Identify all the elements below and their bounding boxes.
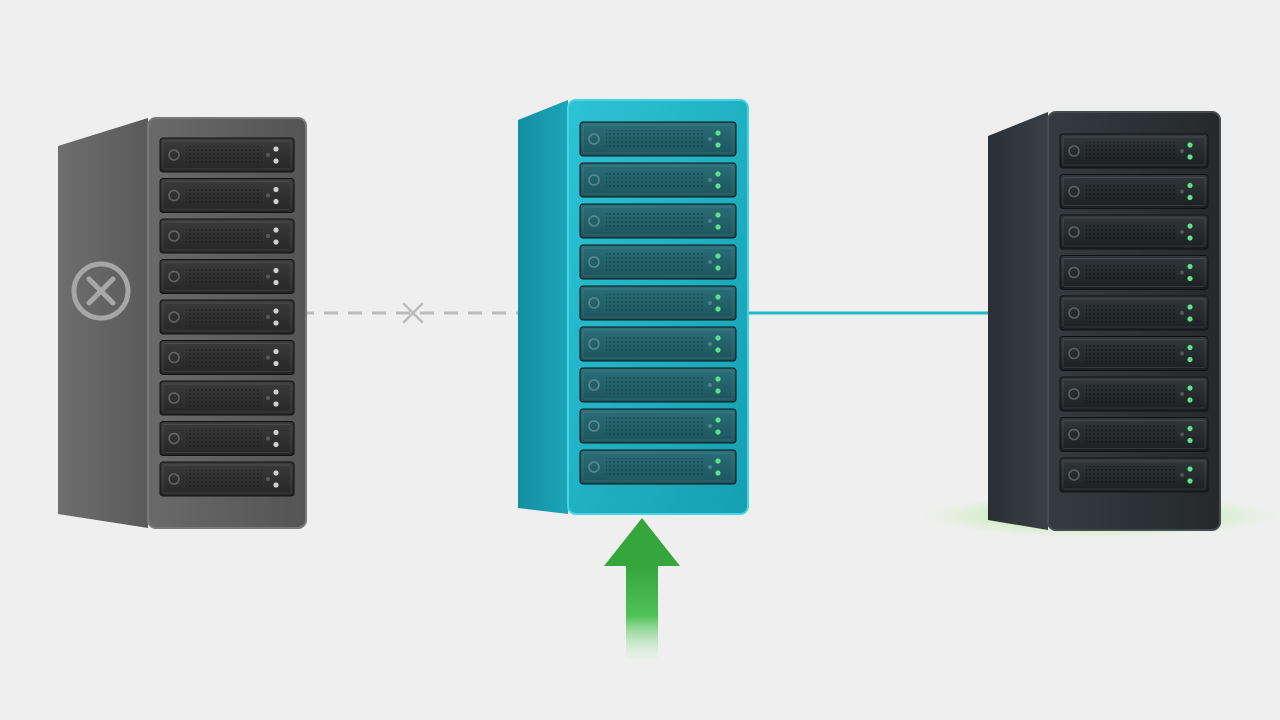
status-led — [273, 401, 279, 407]
status-led — [715, 224, 721, 230]
status-led — [715, 171, 721, 177]
rack-unit — [1059, 255, 1209, 290]
rack-unit — [159, 421, 295, 456]
rack-unit — [579, 162, 737, 198]
rack-unit — [579, 367, 737, 403]
status-led — [1187, 275, 1193, 282]
status-led — [273, 239, 279, 245]
rack-unit — [1059, 336, 1209, 371]
rack-unit — [1059, 376, 1209, 412]
rack-unit — [579, 449, 737, 485]
status-led — [715, 306, 721, 312]
rack-unit — [1059, 295, 1209, 331]
rack-side-panel — [518, 100, 568, 514]
rack-side-panel — [58, 118, 148, 528]
status-led — [1187, 397, 1193, 403]
status-led — [273, 441, 279, 448]
status-led — [1187, 223, 1193, 229]
status-led — [273, 158, 279, 164]
rack-unit — [1059, 174, 1209, 209]
rack-unit — [159, 178, 295, 213]
status-led — [715, 130, 721, 136]
status-led — [273, 320, 279, 326]
status-led — [273, 186, 279, 193]
rack-unit — [579, 285, 737, 321]
rack-unit — [1059, 214, 1209, 250]
status-led — [715, 335, 721, 341]
status-led — [273, 470, 279, 476]
rack-side-panel — [988, 112, 1048, 530]
rack-unit — [579, 244, 737, 280]
status-led — [1187, 466, 1193, 472]
status-led — [715, 253, 721, 259]
status-led — [273, 482, 279, 488]
status-led — [1187, 356, 1193, 363]
rack-unit — [159, 380, 295, 416]
status-led — [1187, 194, 1193, 201]
x-icon — [402, 302, 424, 324]
status-led — [1187, 235, 1193, 241]
status-led — [273, 389, 279, 395]
status-led — [715, 388, 721, 394]
status-led — [715, 212, 721, 218]
server-standby — [988, 111, 1221, 531]
status-led — [273, 267, 279, 274]
link-failed-to-active — [300, 302, 520, 324]
status-led — [715, 183, 721, 189]
status-led — [1187, 182, 1193, 189]
status-led — [1187, 304, 1193, 310]
up-arrow-icon — [604, 518, 680, 660]
rack-unit — [159, 259, 295, 294]
status-led — [1187, 437, 1193, 444]
status-led — [715, 347, 721, 353]
rack-unit — [159, 218, 295, 254]
rack-unit — [1059, 417, 1209, 452]
status-led — [1187, 142, 1193, 148]
status-led — [1187, 385, 1193, 391]
rack-unit — [1059, 133, 1209, 169]
status-led — [273, 279, 279, 286]
status-led — [273, 429, 279, 436]
status-led — [715, 376, 721, 382]
x-circle-icon — [71, 261, 131, 321]
status-led — [715, 265, 721, 271]
rack-unit — [159, 137, 295, 173]
rack-unit — [579, 326, 737, 362]
rack-unit — [159, 340, 295, 375]
status-led — [715, 294, 721, 300]
status-led — [1187, 316, 1193, 322]
rack-unit — [579, 203, 737, 239]
status-led — [273, 227, 279, 233]
status-led — [273, 348, 279, 355]
server-failed — [58, 117, 307, 529]
status-led — [715, 417, 721, 423]
status-led — [1187, 263, 1193, 270]
rack-unit — [579, 121, 737, 157]
rack-unit — [159, 299, 295, 335]
server-active — [518, 99, 749, 515]
status-led — [273, 360, 279, 367]
status-led — [1187, 425, 1193, 432]
status-led — [715, 470, 721, 476]
status-led — [715, 142, 721, 148]
status-led — [1187, 154, 1193, 160]
status-led — [715, 429, 721, 435]
rack-unit — [159, 461, 295, 497]
rack-unit — [579, 408, 737, 444]
status-led — [715, 458, 721, 464]
status-led — [273, 198, 279, 205]
status-led — [273, 308, 279, 314]
status-led — [1187, 344, 1193, 351]
rack-unit — [1059, 457, 1209, 493]
status-led — [1187, 478, 1193, 484]
status-led — [273, 146, 279, 152]
